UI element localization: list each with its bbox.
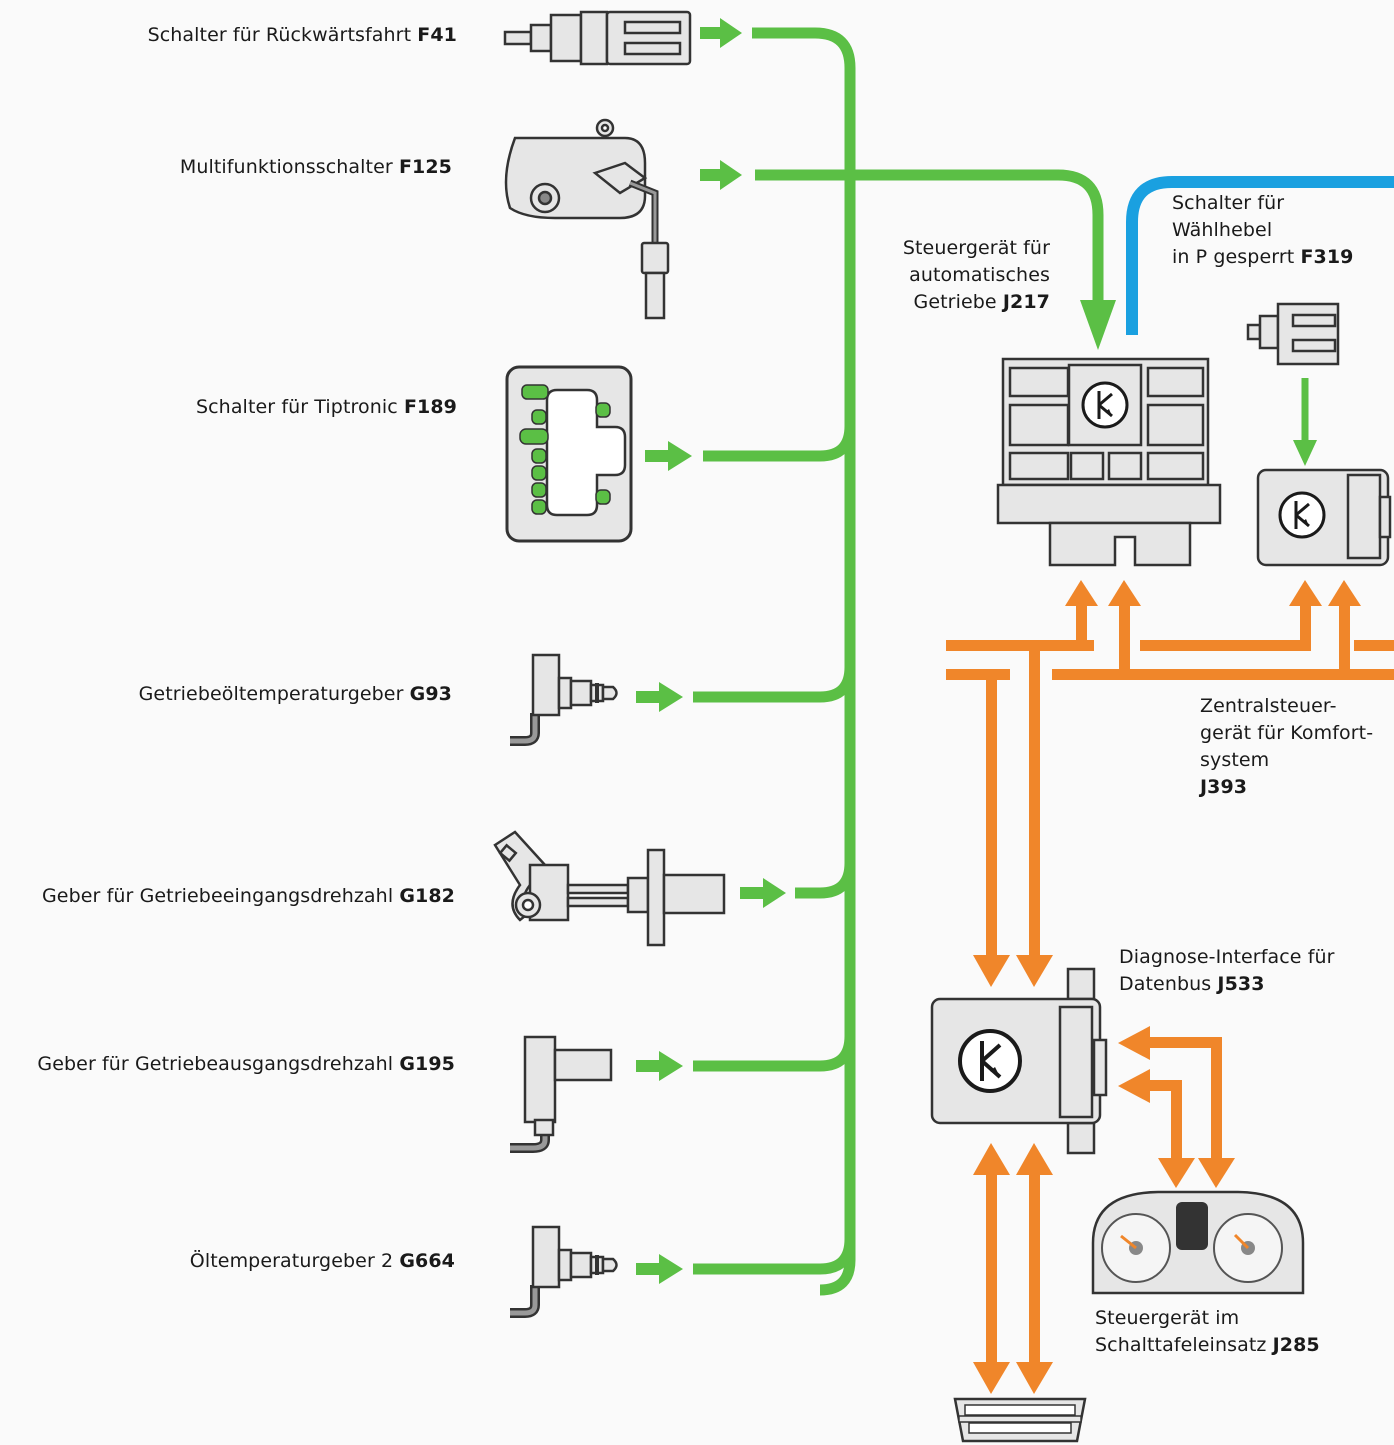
selector-lever-switch-icon (1246, 302, 1392, 567)
can-line-lower-left (946, 669, 1010, 680)
arrow-g93 (636, 682, 683, 712)
green-bus-g195 (693, 1035, 856, 1072)
label-g182: Geber für Getriebeeingangsdrehzahl G182 (41, 885, 455, 907)
can-line-lower-right (1052, 669, 1394, 680)
arrow-f41 (700, 18, 742, 48)
arrow-g195 (636, 1051, 683, 1081)
can-line-upper-end (1354, 640, 1394, 651)
green-bus-g182 (795, 862, 856, 899)
output-speed-sensor-icon (510, 1035, 613, 1153)
arrow-f189 (645, 441, 692, 471)
label-f41: Schalter für Rückwärtsfahrt F41 (147, 24, 457, 46)
arrow-g664 (636, 1254, 683, 1284)
label-j285: Steuergerät im Schalttafeleinsatz J285 (1095, 1307, 1320, 1356)
arrow-f125 (700, 160, 742, 190)
green-arrows (636, 18, 1317, 1284)
green-bus-g93 (693, 666, 856, 703)
multifunction-switch-icon (504, 118, 670, 320)
label-g93: Getriebeöltemperaturgeber G93 (138, 683, 452, 705)
label-f189: Schalter für Tiptronic F189 (195, 396, 457, 418)
can-line-upper-left (946, 640, 1094, 651)
orange-can-bus (946, 580, 1394, 1394)
arrow-to-j217 (1080, 300, 1116, 350)
input-speed-sensor-icon (493, 830, 726, 947)
arrow-g182 (740, 878, 786, 908)
blue-line-f319 (1126, 176, 1394, 335)
green-bus-f125 (755, 169, 1104, 300)
green-bus-main (752, 27, 856, 1296)
can-line-upper-right (1140, 640, 1310, 651)
label-f319: Schalter für Wählhebel in P gesperrt F31… (1172, 192, 1354, 268)
tiptronic-switch-icon (505, 365, 633, 543)
arrow-to-f319 (1293, 440, 1317, 466)
label-g195: Geber für Getriebeausgangsdrehzahl G195 (37, 1053, 455, 1075)
instrument-cluster-icon (1091, 1190, 1305, 1295)
green-bus-f189 (703, 425, 856, 462)
diagnostic-connector-icon (953, 1397, 1087, 1443)
reverse-switch-icon (503, 10, 692, 66)
label-j533: Diagnose-Interface für Datenbus J533 (1119, 946, 1335, 995)
label-j217: Steuergerät für automatisches Getriebe J… (902, 237, 1050, 313)
label-j393: Zentralsteuer- gerät für Komfort- system… (1200, 695, 1374, 798)
oil-temperature-sensor-icon (510, 653, 618, 746)
diagnosis-interface-icon (930, 967, 1108, 1155)
green-bus-g664 (693, 1238, 856, 1275)
green-input-lines (693, 27, 1309, 1296)
label-f125: Multifunktionsschalter F125 (179, 156, 452, 178)
transmission-control-unit-icon (996, 357, 1222, 567)
label-g664: Öltemperaturgeber 2 G664 (189, 1250, 455, 1272)
oil-temperature-sensor-2-icon (510, 1225, 618, 1318)
